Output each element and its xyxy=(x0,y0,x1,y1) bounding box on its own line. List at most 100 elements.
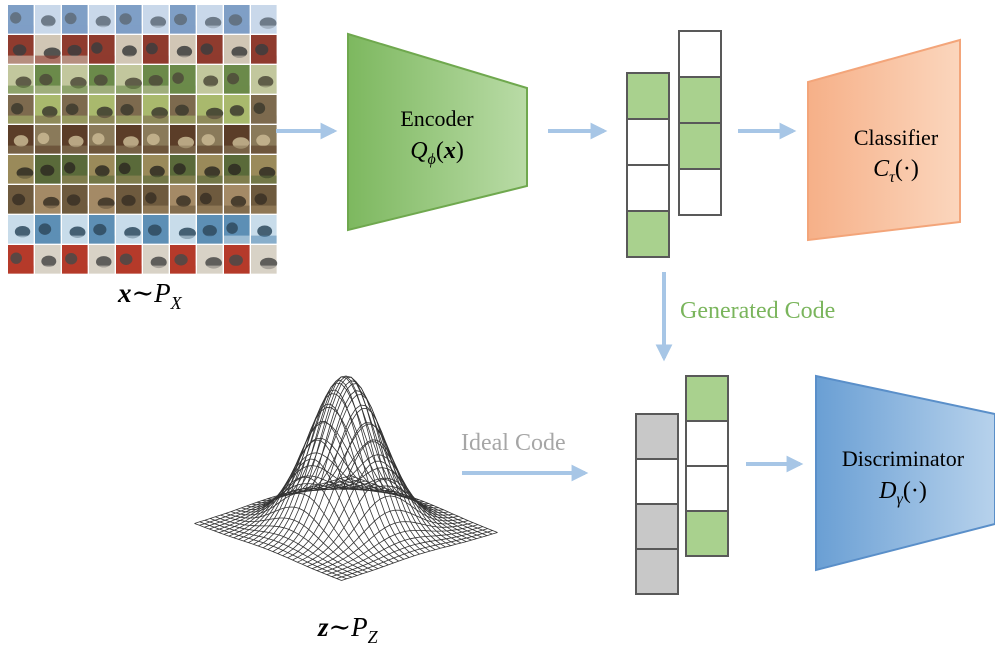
image-ground xyxy=(35,175,61,184)
image-object xyxy=(149,165,165,178)
gaussian-mesh-line xyxy=(248,406,405,543)
image-object xyxy=(227,72,240,85)
image-ground xyxy=(224,175,250,184)
image-ground xyxy=(170,265,196,274)
gaussian-mesh-line xyxy=(262,376,420,549)
image-object xyxy=(177,136,195,149)
image-ground xyxy=(197,235,223,244)
gaussian-mesh-line xyxy=(209,480,366,530)
image-ground xyxy=(62,115,88,124)
code-cell-empty xyxy=(685,420,729,467)
image-object xyxy=(40,164,55,177)
image-object xyxy=(67,44,82,57)
image-ground xyxy=(116,235,142,244)
image-object xyxy=(175,104,189,117)
image-object xyxy=(118,162,131,175)
image-ground xyxy=(197,175,223,184)
image-object xyxy=(119,253,133,265)
gaussian-mesh-line xyxy=(194,475,351,524)
image-ground xyxy=(8,55,34,64)
gaussian-mesh-line xyxy=(267,375,425,550)
code-cell-filled xyxy=(678,76,722,124)
discriminator-title: Discriminator xyxy=(842,446,965,471)
encoder-fn-sub: ϕ xyxy=(428,151,436,168)
image-ground xyxy=(89,25,115,34)
image-ground xyxy=(35,55,61,64)
encoder-fn-open: ( xyxy=(436,138,444,164)
encoder-block: Encoder Qϕ(x) xyxy=(347,32,528,232)
prior-dist-sub: Z xyxy=(368,627,379,647)
image-ground xyxy=(197,265,223,274)
image-ground xyxy=(35,25,61,34)
image-object xyxy=(69,226,86,238)
image-ground xyxy=(170,235,196,244)
image-ground xyxy=(89,265,115,274)
image-ground xyxy=(197,115,223,124)
image-object xyxy=(66,194,81,206)
image-object xyxy=(68,135,84,148)
image-ground xyxy=(62,205,88,214)
gaussian-mesh-line xyxy=(257,382,415,547)
image-object xyxy=(200,43,214,55)
image-ground xyxy=(89,55,115,64)
classifier-function: Cτ(·) xyxy=(873,156,919,186)
gaussian-mesh-line xyxy=(213,482,371,532)
image-ground xyxy=(8,235,34,244)
image-ground xyxy=(89,85,115,94)
image-object xyxy=(120,104,134,116)
classifier-title: Classifier xyxy=(854,125,939,150)
image-ground xyxy=(35,235,61,244)
code-cell-filled xyxy=(678,122,722,170)
gaussian-mesh-line xyxy=(209,518,358,576)
prior-sim: ∼ xyxy=(329,612,352,642)
image-object xyxy=(65,252,78,265)
image-ground xyxy=(251,205,277,214)
image-ground xyxy=(251,55,277,64)
prior-variable: z xyxy=(317,612,329,642)
gaussian-mesh-line xyxy=(331,528,488,577)
gaussian-mesh-line xyxy=(307,495,464,567)
encoder-shape xyxy=(347,32,528,232)
image-ground xyxy=(35,205,61,214)
image-object xyxy=(231,46,248,58)
image-object xyxy=(15,76,32,88)
image-object xyxy=(94,165,110,177)
image-ground xyxy=(197,205,223,214)
image-object xyxy=(41,106,58,118)
discriminator-shape xyxy=(815,374,995,572)
gaussian-mesh-line xyxy=(326,526,483,575)
image-object xyxy=(92,133,105,145)
gaussian-mesh-line xyxy=(292,441,449,561)
image-object xyxy=(40,15,56,27)
image-ground xyxy=(116,175,142,184)
image-object xyxy=(64,12,77,25)
image-object xyxy=(145,192,157,204)
code-cell-empty xyxy=(626,164,670,212)
image-object xyxy=(173,163,186,175)
image-ground xyxy=(251,175,277,184)
gaussian-prior-surface xyxy=(194,375,498,581)
code-cell-empty xyxy=(678,30,722,78)
image-ground xyxy=(8,145,34,154)
image-ground xyxy=(89,115,115,124)
image-object xyxy=(10,12,22,24)
input-sim: ∼ xyxy=(132,278,155,308)
image-ground xyxy=(170,55,196,64)
gaussian-mesh-line xyxy=(199,521,347,580)
image-ground xyxy=(224,85,250,94)
image-ground xyxy=(8,115,34,124)
image-ground xyxy=(143,25,169,34)
ideal-code-label: Ideal Code xyxy=(461,430,566,456)
encoder-fn-arg: x xyxy=(443,138,456,164)
image-ground xyxy=(116,25,142,34)
image-ground xyxy=(224,115,250,124)
image-ground xyxy=(116,55,142,64)
image-object xyxy=(230,195,247,208)
generated-code-vectors xyxy=(626,30,722,258)
image-object xyxy=(229,254,243,267)
image-object xyxy=(174,254,188,266)
code-cell-filled xyxy=(626,210,670,258)
image-ground xyxy=(197,55,223,64)
image-object xyxy=(228,14,243,26)
